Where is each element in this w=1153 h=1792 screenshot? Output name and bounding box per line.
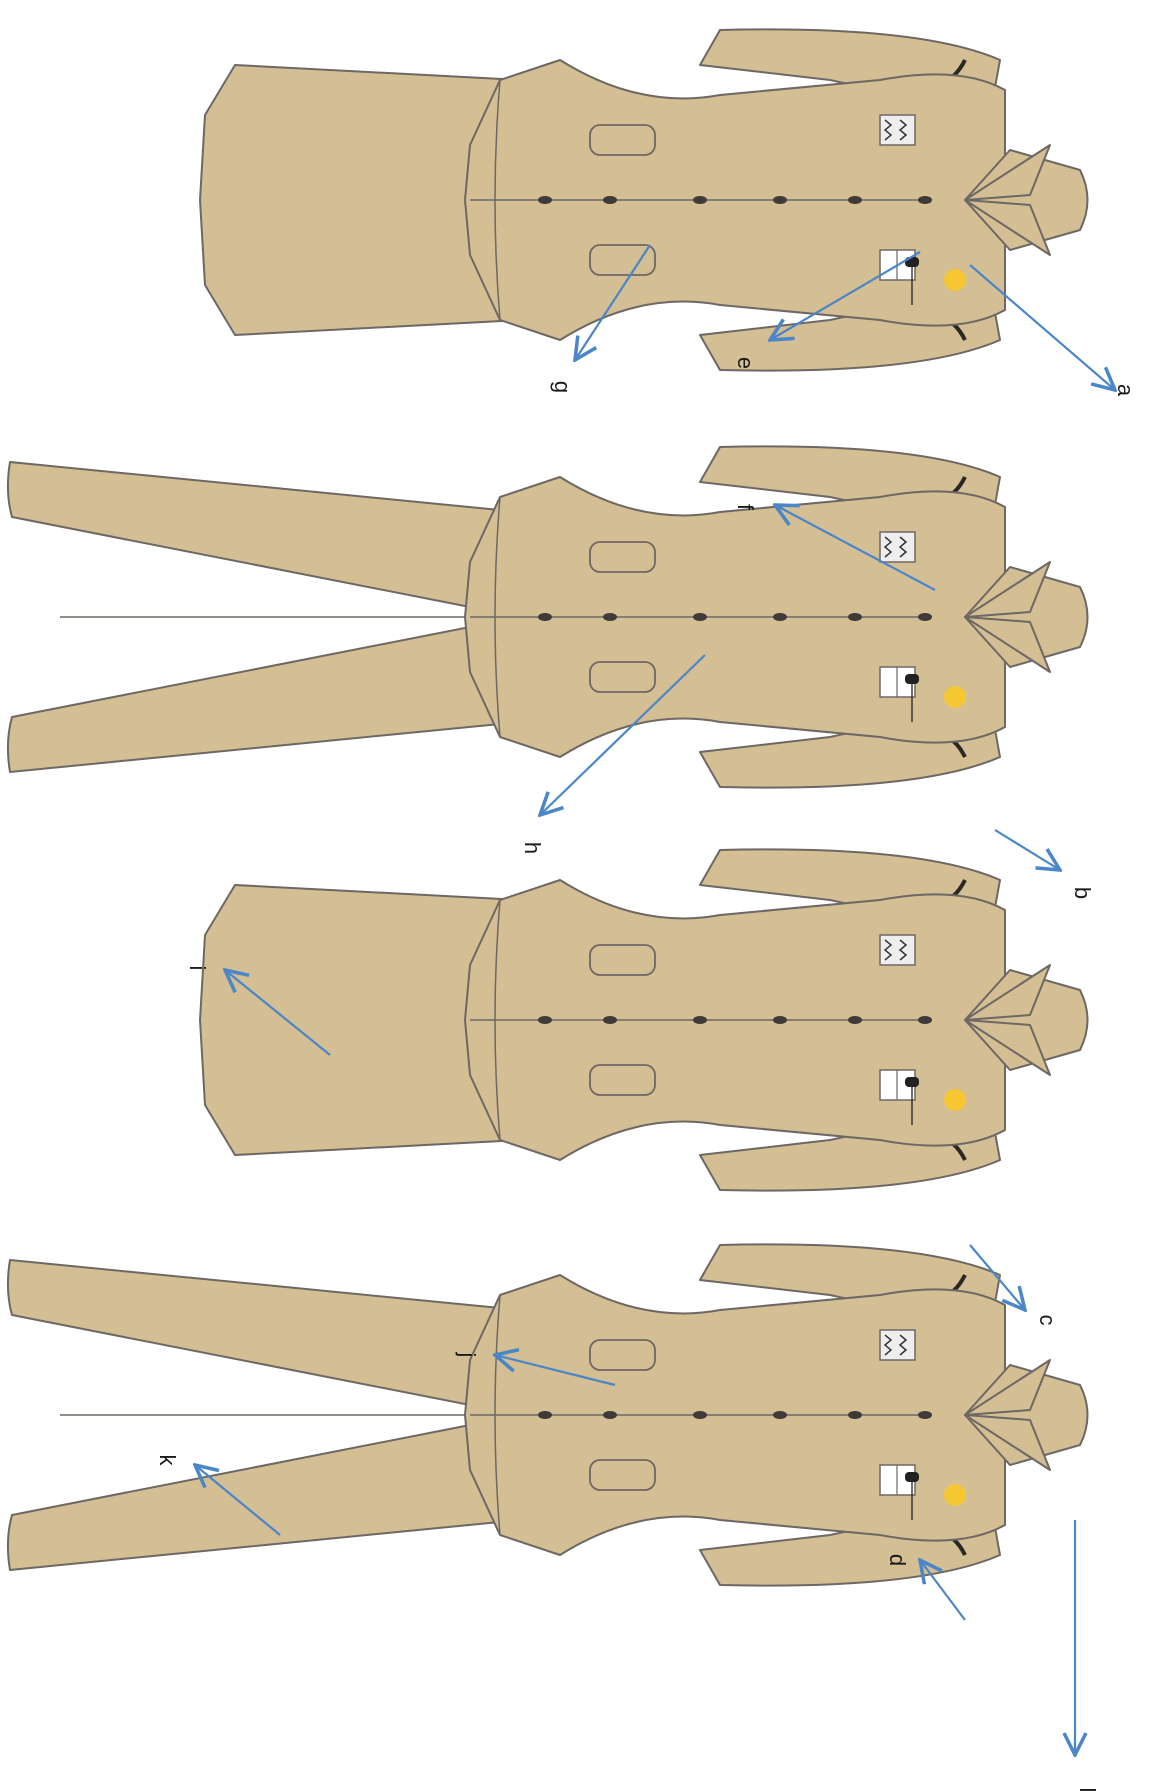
callout-b: b [995, 830, 1095, 899]
callout-label-e: e [733, 357, 758, 369]
jacket-button-1 [918, 613, 932, 621]
pen-clip [905, 1077, 919, 1087]
uniform-figure-1 [200, 29, 1088, 370]
jacket-button-5 [603, 196, 617, 204]
callout-label-l: l [1075, 1788, 1100, 1792]
jacket-button-3 [773, 1016, 787, 1024]
jacket-button-1 [918, 1411, 932, 1419]
pocket-lower [590, 245, 655, 275]
jacket-button-3 [773, 196, 787, 204]
jacket-button-5 [603, 1411, 617, 1419]
callout-label-j: j [455, 1352, 480, 1358]
callout-label-c: c [1035, 1315, 1060, 1326]
callout-l: l [1075, 1520, 1100, 1792]
jacket-button-2 [848, 196, 862, 204]
callout-label-g: g [550, 381, 575, 393]
jacket-button-4 [693, 1411, 707, 1419]
jacket-button-2 [848, 613, 862, 621]
pocket-lower [590, 1460, 655, 1490]
gold-badge [944, 269, 966, 291]
callout-arrow-b [995, 830, 1060, 870]
jacket-button-4 [693, 196, 707, 204]
uniform-figure-4 [8, 1244, 1088, 1585]
pocket-upper [590, 542, 655, 572]
jacket-button-4 [693, 613, 707, 621]
gold-badge [944, 686, 966, 708]
jacket-button-6 [538, 1016, 552, 1024]
callout-label-i: i [185, 966, 210, 971]
jacket-button-4 [693, 1016, 707, 1024]
pocket-upper [590, 1340, 655, 1370]
gold-badge [944, 1089, 966, 1111]
jacket-button-5 [603, 1016, 617, 1024]
jacket-button-5 [603, 613, 617, 621]
callout-label-b: b [1070, 887, 1095, 899]
callout-label-k: k [155, 1455, 180, 1467]
jacket-button-6 [538, 196, 552, 204]
jacket-button-3 [773, 613, 787, 621]
pen-clip [905, 674, 919, 684]
jacket-button-6 [538, 613, 552, 621]
jacket-button-1 [918, 196, 932, 204]
pen-clip [905, 1472, 919, 1482]
gold-badge [944, 1484, 966, 1506]
uniform-figure-3 [200, 849, 1088, 1190]
pocket-lower [590, 1065, 655, 1095]
jacket-button-2 [848, 1016, 862, 1024]
jacket-button-3 [773, 1411, 787, 1419]
callout-label-a: a [1113, 384, 1138, 397]
uniform-figure-2 [8, 446, 1088, 787]
callout-label-d: d [885, 1554, 910, 1566]
jacket-button-6 [538, 1411, 552, 1419]
jacket-button-2 [848, 1411, 862, 1419]
jacket-button-1 [918, 1016, 932, 1024]
pocket-lower [590, 662, 655, 692]
callout-label-h: h [520, 842, 545, 854]
callout-label-f: f [733, 504, 758, 511]
pocket-upper [590, 945, 655, 975]
pocket-upper [590, 125, 655, 155]
